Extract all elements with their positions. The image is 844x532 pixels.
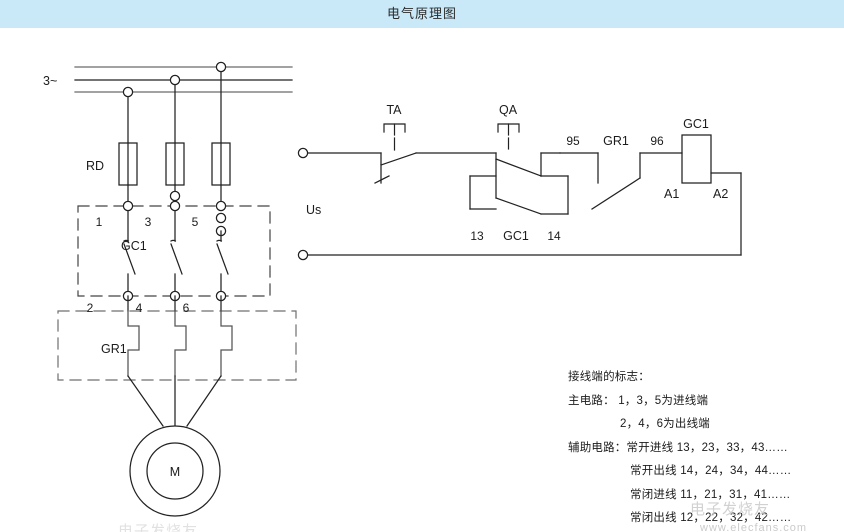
aux-terminal-label-13: 13 [470,229,484,243]
gc1-coil-symbol [681,134,712,184]
terminal-label-1: 1 [96,215,103,229]
page-title: 电气原理图 [386,6,457,21]
aux-contact-label-gc1: GC1 [503,229,529,243]
gr1-heater-elements [127,310,233,377]
legend-aux-circuit-line-2: 常开出线 14，24，34，44…… [630,465,792,477]
gr1-overload-contact-95-96 [559,152,683,210]
aux-terminal-label-14: 14 [547,229,561,243]
contactor-label-gc1-main: GC1 [121,239,147,253]
diagram-canvas: 3~ RD 1 3 5 GC1 2 4 6 GR1 M Us TA QA 13 … [0,28,844,532]
stop-button-ta-symbol [374,123,497,184]
terminal-label-4: 4 [136,301,143,315]
control-return-path [307,172,742,256]
start-button-label-qa: QA [499,103,518,117]
relay-input-wires [127,295,222,312]
legend-main-circuit-line-2: 2，4，6为出线端 [620,418,710,430]
start-button-qa-symbol [495,123,561,199]
phase-drop-wires [127,66,222,144]
legend-block: 接线端的标志： 主电路： 1，3，5为进线端 2，4，6为出线端 辅助电路：常开… [568,366,844,532]
input-terminal-dots [122,200,227,212]
schematic-drawing: 3~ RD 1 3 5 GC1 2 4 6 GR1 M Us TA QA 13 … [43,61,742,517]
relay-label-gr1-main: GR1 [101,342,127,356]
control-source-label-us: Us [306,203,321,217]
coil-label-gc1: GC1 [683,117,709,131]
coil-terminal-label-a2: A2 [713,187,728,201]
fuse-label-rd: RD [86,159,104,173]
legend-aux-circuit-line-1: 辅助电路：常开进线 13，23，33，43…… [568,441,788,454]
overload-terminal-label-96: 96 [650,134,664,148]
overload-relay-dashed-box [57,310,297,381]
overload-label-gr1-control: GR1 [603,134,629,148]
supply-junction-dots [122,61,227,98]
terminal-label-2: 2 [87,301,94,315]
three-phase-supply-lines [74,66,293,93]
legend-aux-circuit-line-3: 常闭进线 11，21，31，41…… [630,488,791,501]
control-source-terminals [297,147,309,261]
stop-button-label-ta: TA [386,103,402,117]
legend-title: 接线端的标志： [568,371,650,383]
motor-symbol [129,425,221,517]
fuse-group-rd [118,142,231,186]
overload-terminal-label-95: 95 [566,134,580,148]
motor-connection-wires [127,375,222,427]
terminal-label-5: 5 [192,215,199,229]
gc1-aux-contact-13-14 [469,175,569,215]
legend-aux-circuit-line-4: 常闭出线 12，22，32，42…… [630,512,792,524]
terminal-label-3: 3 [145,215,152,229]
legend-main-circuit-line-1: 主电路： 1，3，5为进线端 [568,394,709,407]
header-bar [0,0,844,28]
coil-terminal-label-a1: A1 [664,187,679,201]
supply-label: 3~ [43,74,57,88]
motor-label: M [170,465,180,479]
terminal-label-6: 6 [183,301,190,315]
